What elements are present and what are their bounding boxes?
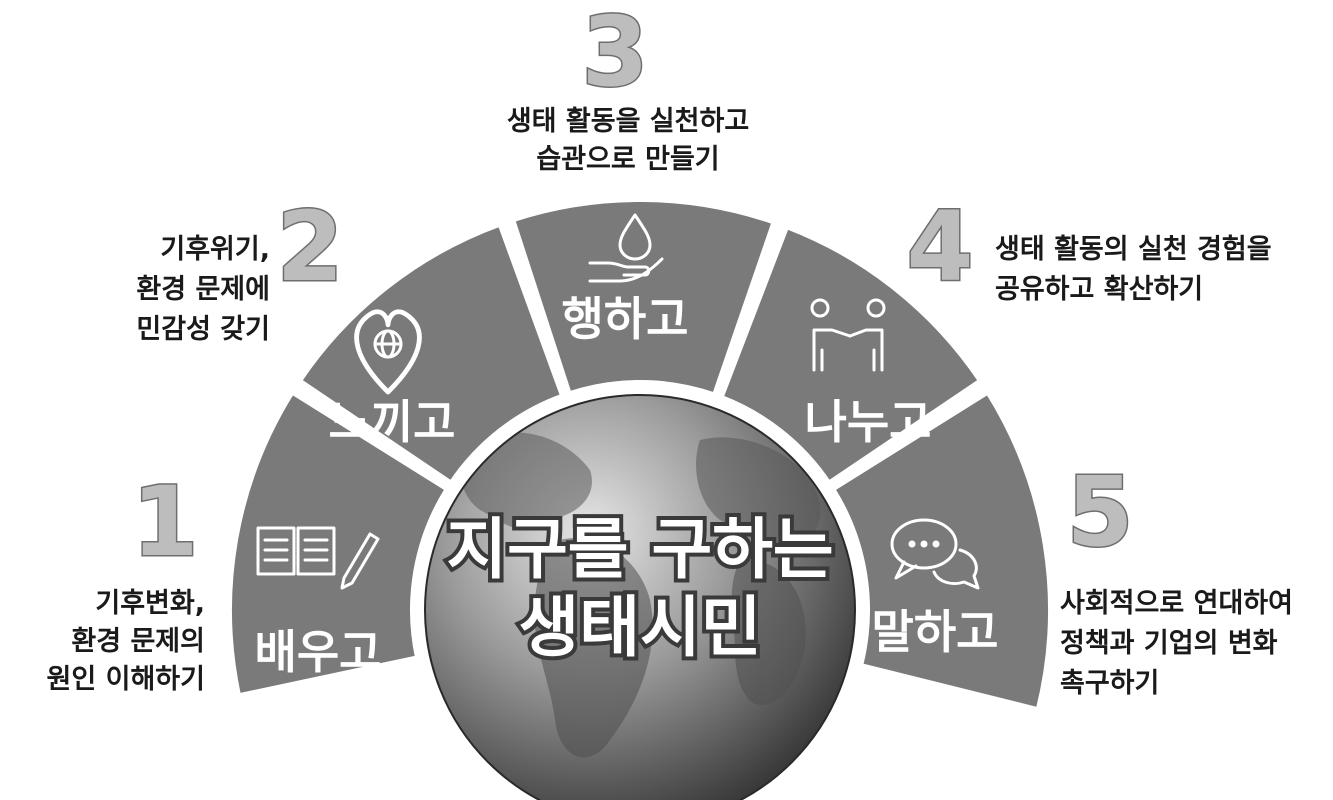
step-5-desc-line-3: 촉구하기 bbox=[1060, 668, 1159, 699]
step-number-3: 3 bbox=[582, 0, 649, 108]
segments-group bbox=[228, 198, 1052, 712]
globe-continents bbox=[461, 432, 821, 758]
step-4-desc-line-2: 공유하고 확산하기 bbox=[995, 274, 1203, 305]
segment-5 bbox=[831, 390, 1052, 712]
people-sharing-icon bbox=[810, 298, 886, 372]
step-1-desc-line-1: 기후변화, bbox=[95, 588, 205, 619]
step-3-desc-line-1: 생태 활동을 실천하고 bbox=[507, 106, 749, 137]
step-number-1: 1 bbox=[132, 466, 199, 578]
title-line1: 지구를 구하는 bbox=[446, 511, 833, 588]
step-2-desc-line-3: 민감성 갖기 bbox=[136, 314, 270, 345]
step-5-desc-line-1: 사회적으로 연대하여 bbox=[1060, 588, 1293, 619]
segment-4 bbox=[719, 225, 982, 485]
step-2-desc-line-1: 기후위기, bbox=[160, 234, 270, 265]
segment-2 bbox=[298, 222, 565, 485]
step-1-desc-line-2: 환경 문제의 bbox=[71, 626, 205, 657]
hand-water-drop-icon bbox=[588, 213, 664, 283]
step-3-desc-line-2: 습관으로 만들기 bbox=[536, 144, 719, 175]
step-number-5: 5 bbox=[1067, 456, 1134, 568]
book-pencil-icon bbox=[256, 526, 380, 590]
globe-outline bbox=[424, 394, 856, 800]
segment-label-5: 말하고 bbox=[872, 605, 999, 659]
step-1-desc-line-3: 원인 이해하기 bbox=[47, 664, 205, 695]
segment-label-3: 행하고 bbox=[562, 292, 689, 346]
segment-3 bbox=[511, 198, 776, 397]
step-description-3: 생태 활동을 실천하고 습관으로 만들기 bbox=[507, 106, 749, 175]
heart-globe-icon bbox=[354, 309, 422, 395]
step-4-desc-line-1: 생태 활동의 실천 경험을 bbox=[995, 234, 1272, 265]
speech-bubbles-icon bbox=[890, 518, 980, 590]
step-number-4: 4 bbox=[907, 191, 974, 303]
segment-label-2: 느끼고 bbox=[329, 395, 456, 449]
step-description-5: 사회적으로 연대하여 정책과 기업의 변화 촉구하기 bbox=[1060, 588, 1293, 699]
globe bbox=[424, 394, 856, 800]
segment-1 bbox=[228, 390, 449, 698]
step-description-2: 기후위기, 환경 문제에 민감성 갖기 bbox=[136, 234, 270, 345]
step-5-desc-line-2: 정책과 기업의 변화 bbox=[1060, 628, 1278, 659]
title-line2: 생태시민 bbox=[519, 589, 762, 666]
step-2-desc-line-2: 환경 문제에 bbox=[136, 274, 270, 305]
segment-label-4: 나누고 bbox=[805, 395, 932, 449]
step-description-4: 생태 활동의 실천 경험을 공유하고 확산하기 bbox=[995, 234, 1272, 305]
step-number-2: 2 bbox=[277, 191, 344, 303]
segment-label-1: 배우고 bbox=[255, 625, 382, 679]
step-description-1: 기후변화, 환경 문제의 원인 이해하기 bbox=[47, 588, 205, 695]
